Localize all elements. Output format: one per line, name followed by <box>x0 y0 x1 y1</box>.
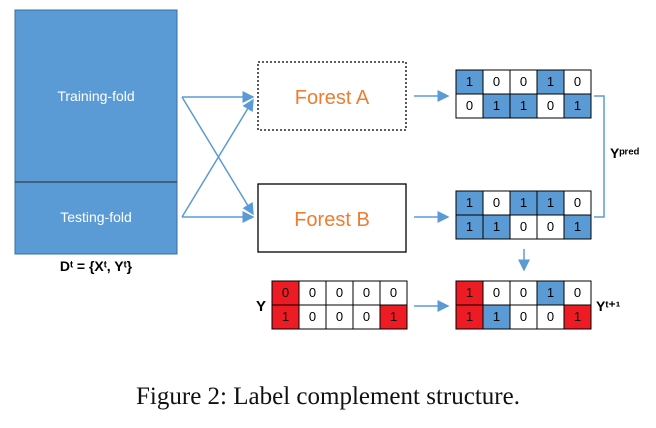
matrix-cell-value: 0 <box>336 285 343 300</box>
training-fold-block <box>14 9 178 183</box>
label-complement-diagram: Training-fold Testing-fold Dᵗ = {Xᵗ, Yᵗ}… <box>14 9 640 330</box>
matrix-cell <box>563 190 592 216</box>
matrix-cell-value: 0 <box>520 74 527 89</box>
testing-fold-label: Testing-fold <box>60 209 132 225</box>
matrix-cell <box>563 69 592 95</box>
matrix-cell-value: 1 <box>547 74 554 89</box>
dataset-formula: Dᵗ = {Xᵗ, Yᵗ} <box>60 258 133 274</box>
matrix-cell <box>455 69 484 95</box>
matrix-cell-value: 1 <box>493 98 500 113</box>
forest-a-label: Forest A <box>295 87 370 109</box>
arrow-train-to-forest-b <box>181 96 254 216</box>
matrix-cell <box>379 304 408 330</box>
matrix-cell-value: 0 <box>493 195 500 210</box>
matrix-cell <box>509 304 538 330</box>
matrix-cell <box>482 93 511 119</box>
matrix-cell-value: 0 <box>547 309 554 324</box>
matrix-cell <box>298 280 327 306</box>
pred-a-matrix: 1 0 0 1 0 0 1 1 0 1 <box>455 69 592 119</box>
matrix-cell <box>509 214 538 240</box>
matrix-cell-value: 0 <box>363 309 370 324</box>
testing-fold-block <box>14 181 178 255</box>
matrix-cell <box>536 280 565 306</box>
matrix-cell-value: 1 <box>493 309 500 324</box>
matrix-cell-value: 1 <box>466 74 473 89</box>
matrix-cell-value: 0 <box>547 219 554 234</box>
y-matrix: 0 0 0 0 0 1 0 0 0 1 <box>271 280 408 330</box>
matrix-cell-value: 1 <box>547 195 554 210</box>
matrix-cell <box>563 280 592 306</box>
matrix-cell-value: 0 <box>363 285 370 300</box>
matrix-cell-value: 1 <box>282 309 289 324</box>
arrow-test-to-forest-a <box>181 98 254 218</box>
matrix-cell <box>509 69 538 95</box>
matrix-cell <box>325 304 354 330</box>
matrix-cell <box>482 304 511 330</box>
matrix-cell-value: 0 <box>309 309 316 324</box>
ynext-label: Yᵗ⁺¹ <box>596 298 621 314</box>
matrix-cell-value: 1 <box>466 195 473 210</box>
matrix-cell <box>455 190 484 216</box>
matrix-cell-value: 1 <box>466 309 473 324</box>
ypred-bracket <box>594 95 605 218</box>
y-label: Y <box>256 298 266 315</box>
matrix-cell-value: 1 <box>466 285 473 300</box>
matrix-cell-value: 0 <box>336 309 343 324</box>
matrix-cell-value: 0 <box>574 285 581 300</box>
matrix-cell-value: 1 <box>520 195 527 210</box>
matrix-cell-value: 0 <box>547 98 554 113</box>
matrix-cell-value: 1 <box>547 285 554 300</box>
matrix-cell-value: 0 <box>309 285 316 300</box>
training-fold-label: Training-fold <box>57 88 134 104</box>
matrix-cell-value: 0 <box>520 219 527 234</box>
forest-b-label: Forest B <box>294 209 370 231</box>
matrix-cell-value: 1 <box>390 309 397 324</box>
matrix-cell-value: 0 <box>493 285 500 300</box>
matrix-cell <box>271 304 300 330</box>
forest-a-box <box>257 61 407 131</box>
matrix-cell-value: 1 <box>574 219 581 234</box>
matrix-cell <box>563 93 592 119</box>
matrix-cell-value: 0 <box>282 285 289 300</box>
matrix-cell <box>563 304 592 330</box>
y-next-matrix: 1 0 0 1 0 1 1 0 0 1 <box>455 280 592 330</box>
matrix-cell-value: 0 <box>520 309 527 324</box>
matrix-cell-value: 1 <box>493 219 500 234</box>
matrix-cell-value: 0 <box>466 98 473 113</box>
forest-b-box <box>257 183 407 253</box>
matrix-cell <box>482 190 511 216</box>
matrix-cell-value: 1 <box>520 98 527 113</box>
figure-caption: Figure 2: Label complement structure. <box>136 383 520 410</box>
matrix-cell <box>379 280 408 306</box>
matrix-cell-value: 1 <box>466 219 473 234</box>
matrix-cell <box>536 93 565 119</box>
matrix-cell-value: 0 <box>390 285 397 300</box>
matrix-cell <box>352 280 381 306</box>
matrix-cell-value: 0 <box>574 195 581 210</box>
matrix-cell <box>482 214 511 240</box>
ypred-label: Yᵖʳᵉᵈ <box>610 145 640 161</box>
matrix-cell <box>563 214 592 240</box>
matrix-cell-value: 0 <box>520 285 527 300</box>
matrix-cell <box>536 214 565 240</box>
matrix-cell-value: 1 <box>574 309 581 324</box>
matrix-cell-value: 1 <box>574 98 581 113</box>
matrix-cell-value: 0 <box>574 74 581 89</box>
matrix-cell-value: 0 <box>493 74 500 89</box>
pred-b-matrix: 1 0 1 1 0 1 1 0 0 1 <box>455 190 592 240</box>
